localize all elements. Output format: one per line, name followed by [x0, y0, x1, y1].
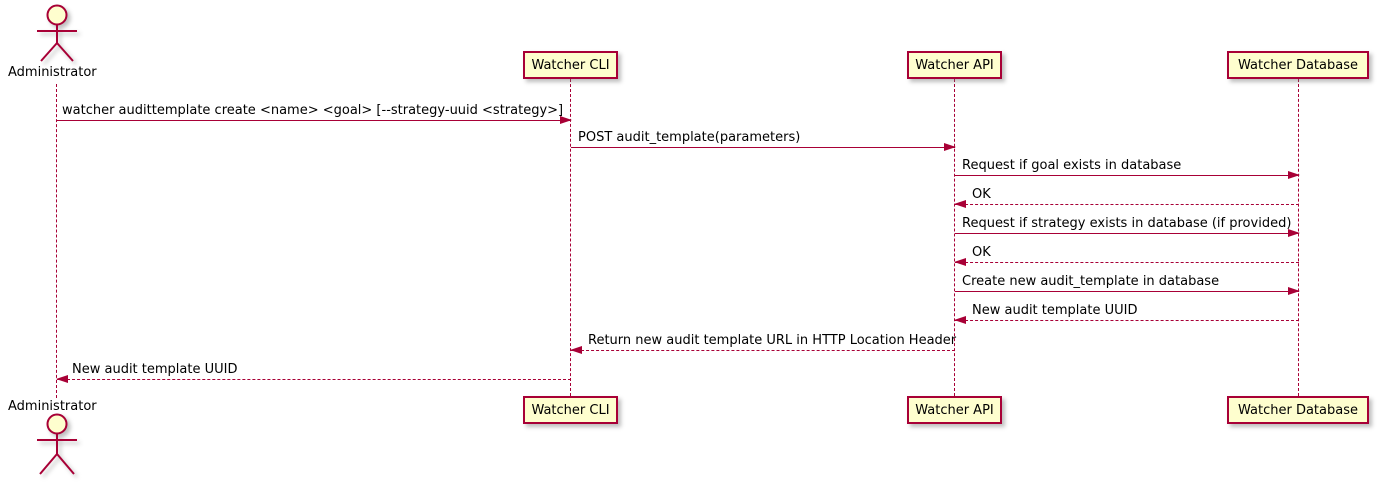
participant-watcher-cli-top: Watcher CLI — [523, 51, 618, 79]
participant-watcher-api-bottom: Watcher API — [907, 396, 1002, 424]
lifeline-administrator — [56, 84, 57, 398]
actor-label-bottom: Administrator — [8, 399, 97, 414]
lifeline-watcher-api — [954, 79, 955, 396]
message-3-arrow — [955, 171, 1300, 179]
message-7-label: Create new audit_template in database — [962, 274, 1220, 289]
participant-watcher-cli-bottom: Watcher CLI — [523, 396, 618, 424]
message-10-arrow — [56, 375, 571, 383]
message-2-label: POST audit_template(parameters) — [578, 130, 801, 145]
lifeline-watcher-cli — [570, 79, 571, 396]
message-3-label: Request if goal exists in database — [962, 158, 1182, 173]
arrowhead-right-icon — [1288, 287, 1300, 295]
arrowhead-left-icon — [570, 346, 582, 354]
lifeline-watcher-database — [1298, 79, 1299, 396]
arrowhead-left-icon — [954, 316, 966, 324]
message-6-arrow — [954, 258, 1299, 266]
arrowhead-right-icon — [944, 143, 956, 151]
message-10-label: New audit template UUID — [72, 362, 238, 377]
message-5-arrow — [955, 229, 1300, 237]
actor-icon — [37, 413, 77, 475]
message-8-label: New audit template UUID — [972, 303, 1138, 318]
message-4-label: OK — [972, 187, 991, 202]
message-7-arrow — [955, 287, 1300, 295]
arrowhead-left-icon — [954, 258, 966, 266]
message-6-label: OK — [972, 245, 991, 260]
message-5-label: Request if strategy exists in database (… — [962, 216, 1292, 231]
participant-watcher-api-top: Watcher API — [907, 51, 1002, 79]
arrowhead-left-icon — [954, 200, 966, 208]
message-4-arrow — [954, 200, 1299, 208]
message-1-label: watcher audittemplate create <name> <goa… — [62, 103, 564, 118]
message-9-label: Return new audit template URL in HTTP Lo… — [588, 333, 957, 348]
message-2-arrow — [571, 143, 956, 151]
arrowhead-right-icon — [560, 116, 572, 124]
message-1-arrow — [57, 116, 572, 124]
actor-label-top: Administrator — [8, 65, 97, 80]
message-9-arrow — [570, 346, 955, 354]
participant-watcher-database-bottom: Watcher Database — [1227, 396, 1369, 424]
participant-watcher-database-top: Watcher Database — [1227, 51, 1369, 79]
arrowhead-right-icon — [1288, 229, 1300, 237]
arrowhead-right-icon — [1288, 171, 1300, 179]
arrowhead-left-icon — [56, 375, 68, 383]
actor-icon — [37, 4, 77, 62]
message-8-arrow — [954, 316, 1299, 324]
